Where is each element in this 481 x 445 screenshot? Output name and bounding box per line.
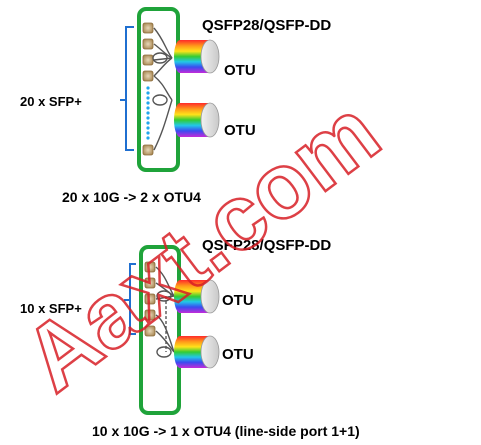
sfp-port (142, 70, 154, 82)
port-ellipsis (146, 86, 150, 140)
mux-network (152, 27, 173, 151)
otu-transceiver (174, 39, 220, 74)
sfp-port (144, 309, 156, 321)
otu-transceiver (174, 102, 220, 138)
otu-transceiver (174, 335, 220, 369)
diagram-top: QSFP28/QSFP-DD 20 x SFP+ (20, 7, 331, 205)
caption: 20 x 10G -> 2 x OTU4 (62, 189, 201, 205)
module-outline (137, 7, 180, 172)
sfp-port (142, 144, 154, 156)
side-label: 20 x SFP+ (20, 94, 82, 109)
caption: 10 x 10G -> 1 x OTU4 (line-side port 1+1… (92, 423, 360, 439)
otu-label: OTU (222, 292, 254, 309)
side-bracket (120, 26, 134, 151)
mux-network (155, 266, 175, 358)
sfp-port-column (142, 22, 154, 156)
otu-label: OTU (224, 122, 256, 139)
sfp-port (142, 54, 154, 66)
sfp-port (144, 293, 156, 305)
otu-label: OTU (224, 62, 256, 79)
side-label: 10 x SFP+ (20, 301, 82, 316)
sfp-port (144, 261, 156, 273)
sfp-port (142, 22, 154, 34)
module-label: QSFP28/QSFP-DD (202, 17, 331, 34)
sfp-port-column (144, 261, 156, 337)
otu-transceiver (174, 279, 220, 314)
module-label: QSFP28/QSFP-DD (202, 237, 331, 254)
sfp-port (144, 325, 156, 337)
side-bracket (124, 263, 136, 335)
sfp-port (144, 277, 156, 289)
sfp-port (142, 38, 154, 50)
otu-label: OTU (222, 346, 254, 363)
diagram-bottom: QSFP28/QSFP-DD 10 x SFP+ (20, 237, 360, 439)
module-outline (139, 245, 181, 415)
